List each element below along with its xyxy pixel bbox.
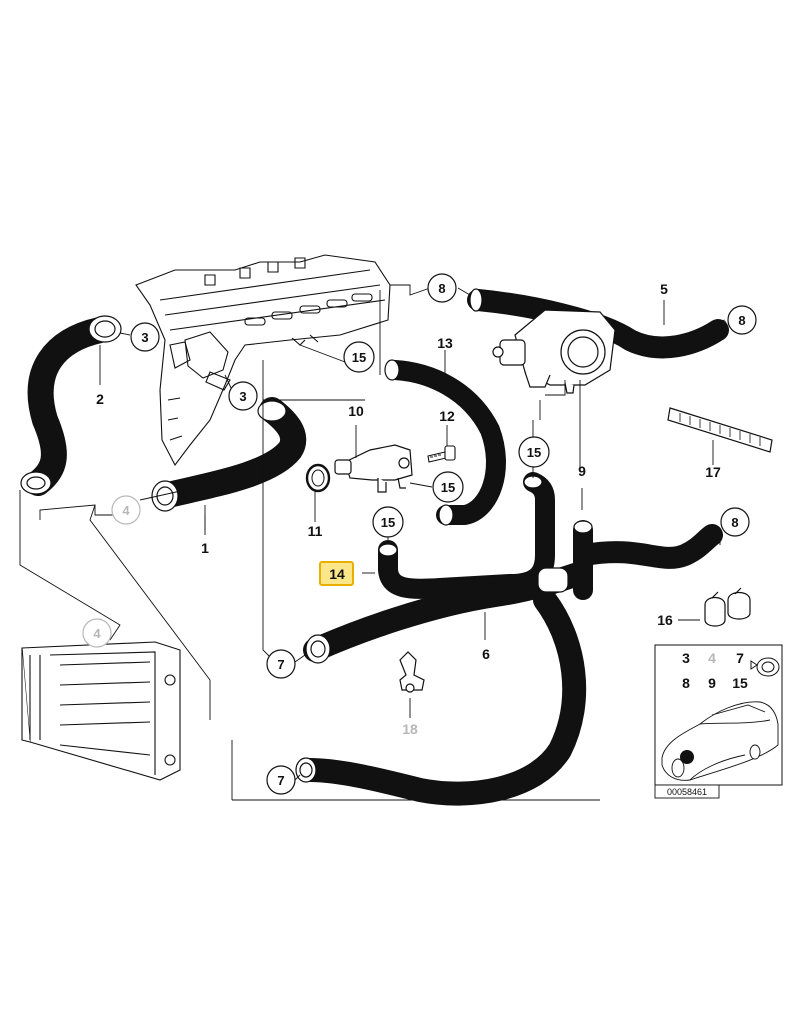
label-9: 9 <box>578 463 586 479</box>
label-1: 1 <box>201 540 209 556</box>
hose-1 <box>151 397 307 512</box>
inset-label-7: 7 <box>736 650 744 666</box>
part-16-clamp <box>704 587 751 627</box>
callout-15-c: 15 <box>432 471 464 503</box>
callout-7-bottom: 7 <box>266 765 296 795</box>
inset-label-4: 4 <box>708 650 716 666</box>
hose-5 <box>467 288 729 359</box>
callout-3-bottom: 3 <box>228 381 258 411</box>
svg-text:3: 3 <box>239 389 246 404</box>
svg-text:8: 8 <box>438 281 445 296</box>
part-17-strap <box>667 407 773 453</box>
callout-4-top: 4 <box>111 495 141 525</box>
label-16: 16 <box>657 612 673 628</box>
svg-text:4: 4 <box>93 626 101 641</box>
vehicle-inset-panel: 3 4 7 8 9 15 <box>654 644 783 786</box>
svg-text:3: 3 <box>141 330 148 345</box>
part-12-bolt <box>427 445 456 463</box>
svg-text:15: 15 <box>441 480 455 495</box>
callout-15-a: 15 <box>343 341 375 373</box>
callout-8-top: 8 <box>427 273 457 303</box>
label-10: 10 <box>348 403 364 419</box>
inset-label-15: 15 <box>732 675 748 691</box>
callout-8-right-top: 8 <box>727 305 757 335</box>
hose-clamp-icon <box>750 657 780 677</box>
callout-15-d: 15 <box>372 506 404 538</box>
label-11: 11 <box>308 523 323 539</box>
svg-text:8: 8 <box>731 515 738 530</box>
svg-text:15: 15 <box>381 515 395 530</box>
reference-number-box: 00058461 <box>654 784 720 799</box>
callout-7-mid: 7 <box>266 649 296 679</box>
inset-label-3: 3 <box>682 650 690 666</box>
inset-label-9: 9 <box>708 675 716 691</box>
svg-text:00058461: 00058461 <box>667 787 707 797</box>
throttle-body-illustration <box>492 309 616 394</box>
callout-3-top: 3 <box>130 322 160 352</box>
label-2: 2 <box>96 391 104 407</box>
engine-block-illustration <box>135 254 391 467</box>
label-6: 6 <box>482 646 490 662</box>
callout-8-right-mid: 8 <box>720 507 750 537</box>
svg-text:8: 8 <box>738 313 745 328</box>
label-13: 13 <box>437 335 453 351</box>
part-11-oring <box>305 463 331 493</box>
label-12: 12 <box>439 408 455 424</box>
svg-text:7: 7 <box>277 773 284 788</box>
callout-15-b: 15 <box>518 436 550 468</box>
part-18-clip <box>399 651 425 693</box>
label-14-highlighted: 14 <box>319 561 354 586</box>
hose-6 <box>295 563 587 806</box>
callout-4-bottom: 4 <box>82 618 112 648</box>
svg-text:14: 14 <box>329 566 345 582</box>
hose-8-right <box>574 524 723 569</box>
svg-text:7: 7 <box>277 657 284 672</box>
svg-text:4: 4 <box>122 503 130 518</box>
svg-text:15: 15 <box>352 350 366 365</box>
label-17: 17 <box>705 464 721 480</box>
location-marker-icon <box>680 750 694 764</box>
inset-label-8: 8 <box>682 675 690 691</box>
hose-13 <box>384 359 506 526</box>
radiator-illustration <box>21 641 181 781</box>
label-18: 18 <box>402 721 418 737</box>
label-5: 5 <box>660 281 668 297</box>
hose-2 <box>20 315 122 496</box>
part-10-illustration <box>334 444 413 493</box>
svg-text:15: 15 <box>527 445 541 460</box>
